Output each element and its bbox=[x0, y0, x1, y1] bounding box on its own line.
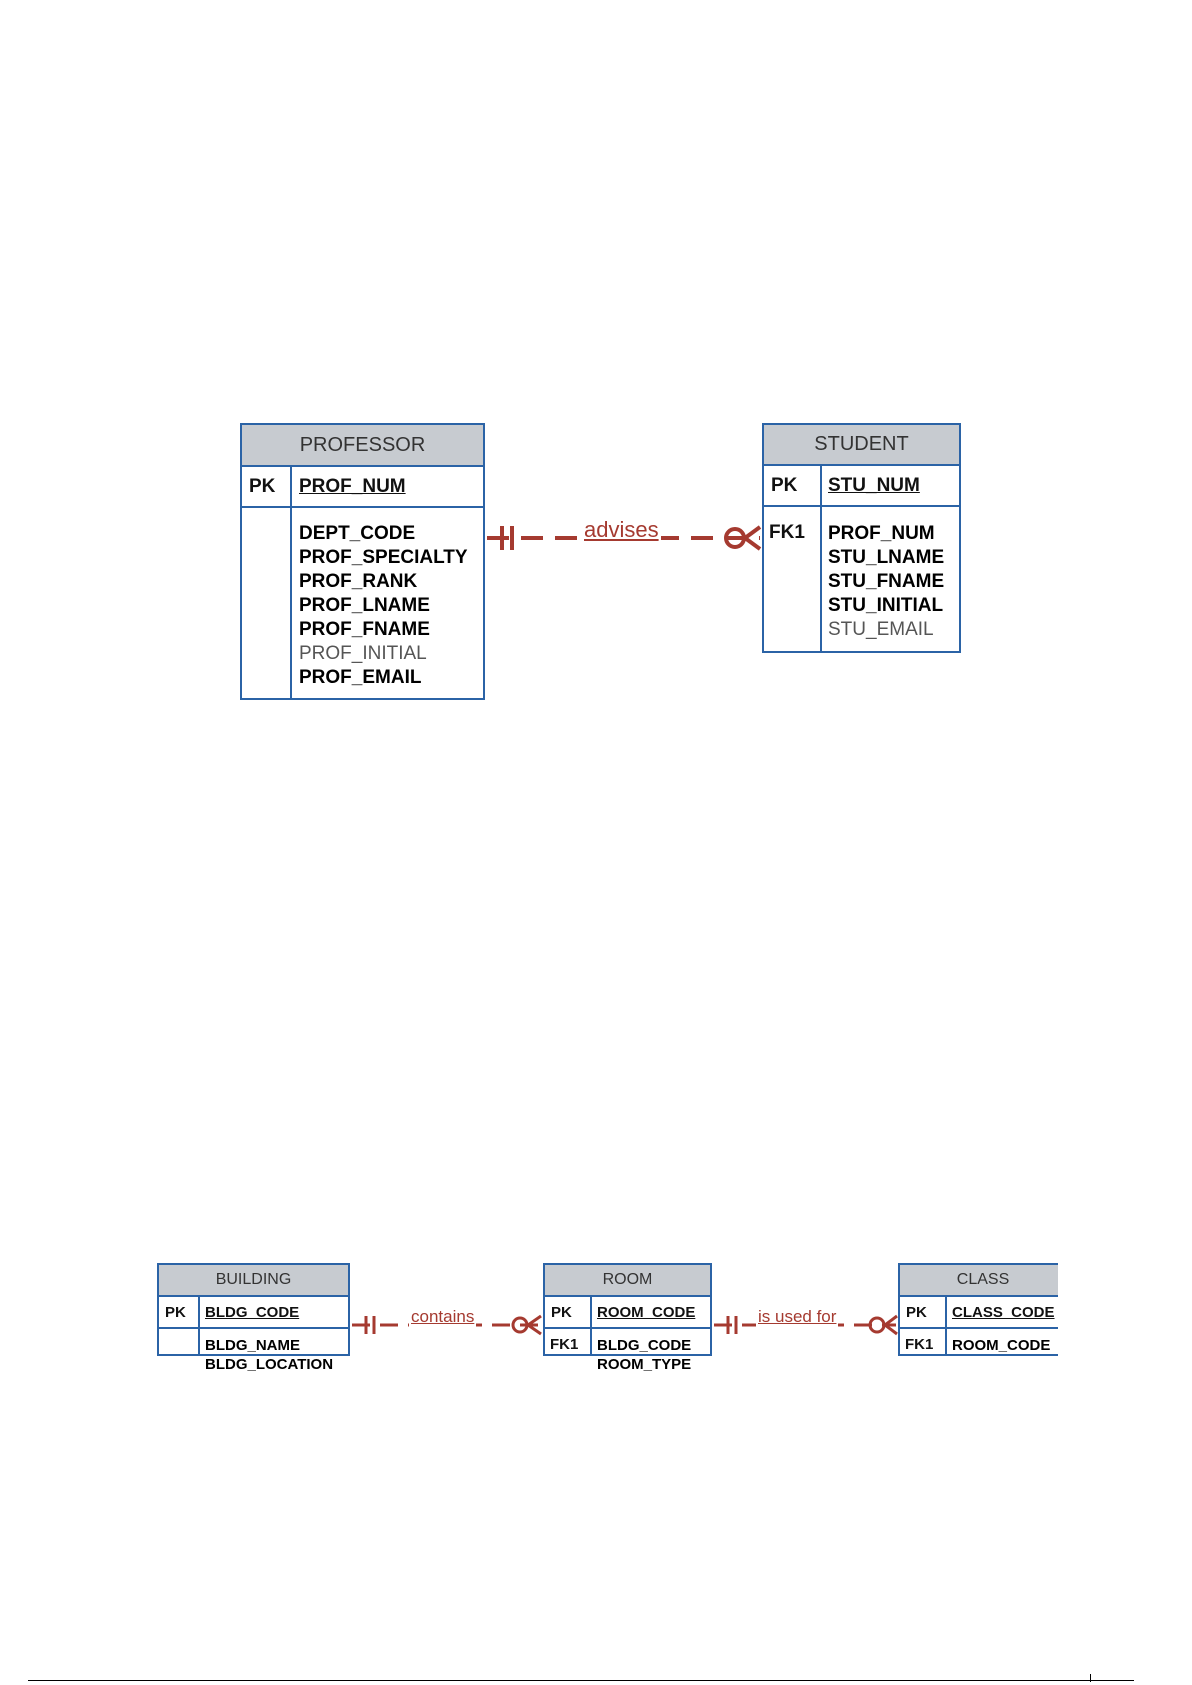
student-entity: STUDENT PK STU_NUM FK1 PROF_NUM STU_LNAME… bbox=[762, 423, 961, 653]
professor-entity: PROFESSOR PK PROF_NUM DEPT_CODE PROF_SPEC… bbox=[240, 423, 485, 700]
professor-entity-title: PROFESSOR bbox=[242, 425, 483, 467]
building-entity-title: BUILDING bbox=[159, 1265, 348, 1297]
attribute: STU_EMAIL bbox=[828, 619, 934, 640]
class-attribute-list: ROOM_CODECLASS_TIME bbox=[952, 1336, 1050, 1356]
is-used-for-relationship-label: is used for bbox=[756, 1307, 839, 1327]
professor-attribute-list: DEPT_CODE PROF_SPECIALTY PROF_RANK PROF_LNA… bbox=[299, 522, 468, 690]
student-attribute-list: PROF_NUM STU_LNAME STU_FNAME STU_INITIAL STU… bbox=[828, 522, 944, 642]
class-entity-title: CLASS bbox=[900, 1265, 1058, 1297]
building-attribute-list: BLDG_NAME BLDG_LOCATION bbox=[205, 1336, 333, 1374]
student-pk-attribute: STU_NUM bbox=[828, 475, 920, 496]
class-entity-title-text: CLASS bbox=[956, 1271, 1010, 1288]
class-pk-attribute: CLASS_CODE bbox=[952, 1304, 1055, 1321]
room-fk-label: FK1 bbox=[550, 1336, 579, 1353]
attribute: PROF_NUM bbox=[828, 523, 935, 544]
room-entity: ROOM PK ROOM_CODE FK1 BLDG_CODE ROOM_TYPE bbox=[543, 1263, 712, 1373]
attribute: PROF_SPECIALTY bbox=[299, 547, 468, 568]
attribute: PROF_LNAME bbox=[299, 595, 430, 616]
attribute: BLDG_NAME bbox=[205, 1337, 301, 1354]
attribute: BLDG_LOCATION bbox=[205, 1356, 334, 1373]
room-pk-label: PK bbox=[551, 1304, 572, 1321]
room-attribute-list: BLDG_CODE ROOM_TYPE bbox=[597, 1336, 691, 1374]
advises-relationship-label: advises bbox=[582, 517, 661, 543]
attribute: BLDG_CODE bbox=[597, 1337, 692, 1354]
professor-pk-label: PK bbox=[249, 476, 276, 497]
class-entity-clip: CLASS PK CLASS_CODE FK1 ROOM_CODECLASS_T… bbox=[898, 1263, 1058, 1356]
attribute: STU_LNAME bbox=[828, 547, 945, 568]
building-entity: BUILDING PK BLDG_CODE BLDG_NAME BLDG_LOCA… bbox=[157, 1263, 350, 1373]
building-pk-attribute: BLDG_CODE bbox=[205, 1304, 300, 1321]
page-bottom-rule bbox=[28, 1680, 1134, 1681]
attribute: ROOM_TYPE bbox=[597, 1356, 692, 1373]
class-entity: CLASS PK CLASS_CODE FK1 ROOM_CODECLASS_T… bbox=[898, 1263, 1058, 1356]
attribute: STU_FNAME bbox=[828, 571, 945, 592]
professor-pk-attribute: PROF_NUM bbox=[299, 476, 406, 497]
room-pk-attribute: ROOM_CODE bbox=[597, 1304, 696, 1321]
attribute: PROF_INITIAL bbox=[299, 643, 427, 664]
page-corner-mark bbox=[1090, 1674, 1091, 1682]
attribute: STU_INITIAL bbox=[828, 595, 944, 616]
contains-relationship-label: contains bbox=[409, 1307, 477, 1327]
room-entity-title: ROOM bbox=[545, 1265, 710, 1297]
attribute: ROOM_CODE bbox=[952, 1337, 1051, 1354]
student-entity-title: STUDENT bbox=[764, 425, 959, 466]
student-pk-label: PK bbox=[771, 475, 798, 496]
student-fk-label: FK1 bbox=[769, 522, 805, 543]
class-pk-label: PK bbox=[906, 1304, 927, 1321]
attribute: DEPT_CODE bbox=[299, 523, 416, 544]
class-fk-label: FK1 bbox=[905, 1336, 934, 1353]
attribute: PROF_FNAME bbox=[299, 619, 430, 640]
attribute: PROF_RANK bbox=[299, 571, 418, 592]
building-pk-label: PK bbox=[165, 1304, 186, 1321]
attribute: PROF_EMAIL bbox=[299, 667, 422, 688]
